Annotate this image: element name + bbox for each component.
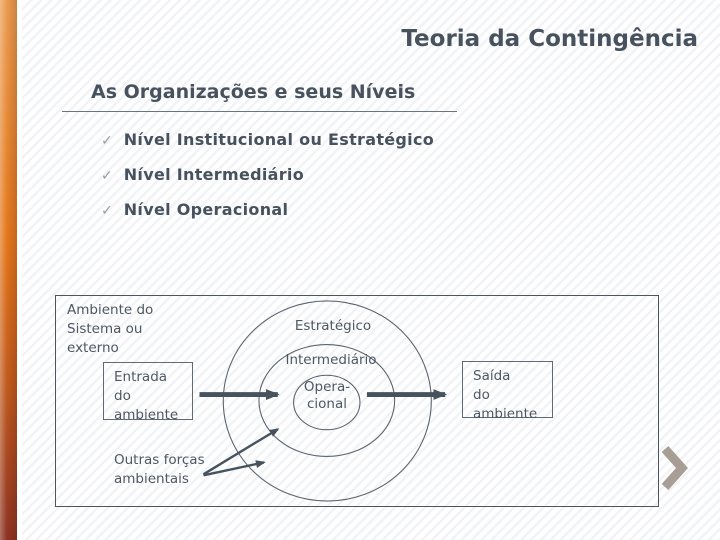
ring-label-operacional: Opera- cional xyxy=(303,379,351,412)
section-heading: As Organizações e seus Níveis xyxy=(91,81,416,103)
accent-sidebar xyxy=(0,0,17,540)
check-icon: ✓ xyxy=(101,133,113,149)
output-box-label: Saída do ambiente xyxy=(473,368,538,422)
environment-label: Ambiente do Sistema ou externo xyxy=(67,302,154,356)
bullet-item-institucional: ✓ Nível Institucional ou Estratégico xyxy=(101,130,434,149)
check-icon: ✓ xyxy=(101,168,113,184)
heading-underline xyxy=(62,111,457,112)
middle-ring-ellipse xyxy=(258,343,396,458)
forces-arrow-short xyxy=(203,460,266,477)
bullet-label: Nível Intermediário xyxy=(123,165,305,184)
bullet-item-intermediario: ✓ Nível Intermediário xyxy=(101,165,304,184)
other-forces-label: Outras forças ambientais xyxy=(114,452,205,487)
system-diagram-frame xyxy=(55,295,659,507)
output-box: Saída do ambiente xyxy=(462,361,553,422)
input-box: Entrada do ambiente xyxy=(103,362,193,423)
bullet-label: Nível Institucional ou Estratégico xyxy=(123,130,435,149)
slide-title: Teoria da Contingência xyxy=(401,26,698,52)
input-box-label: Entrada do ambiente xyxy=(114,369,179,423)
accent-sidebar-gap xyxy=(17,0,22,540)
bullet-item-operacional: ✓ Nível Operacional xyxy=(101,200,288,219)
ring-label-intermediario: Intermediário xyxy=(285,352,377,368)
system-diagram-canvas xyxy=(199,300,448,502)
check-icon: ✓ xyxy=(101,203,113,219)
outer-ring-ellipse xyxy=(222,300,432,502)
inner-ring-ellipse xyxy=(293,374,361,431)
chevron-right-icon xyxy=(661,445,688,491)
bullet-label: Nível Operacional xyxy=(123,200,289,219)
forces-arrow-long xyxy=(202,428,280,476)
ring-label-estrategico: Estratégico xyxy=(294,318,372,334)
